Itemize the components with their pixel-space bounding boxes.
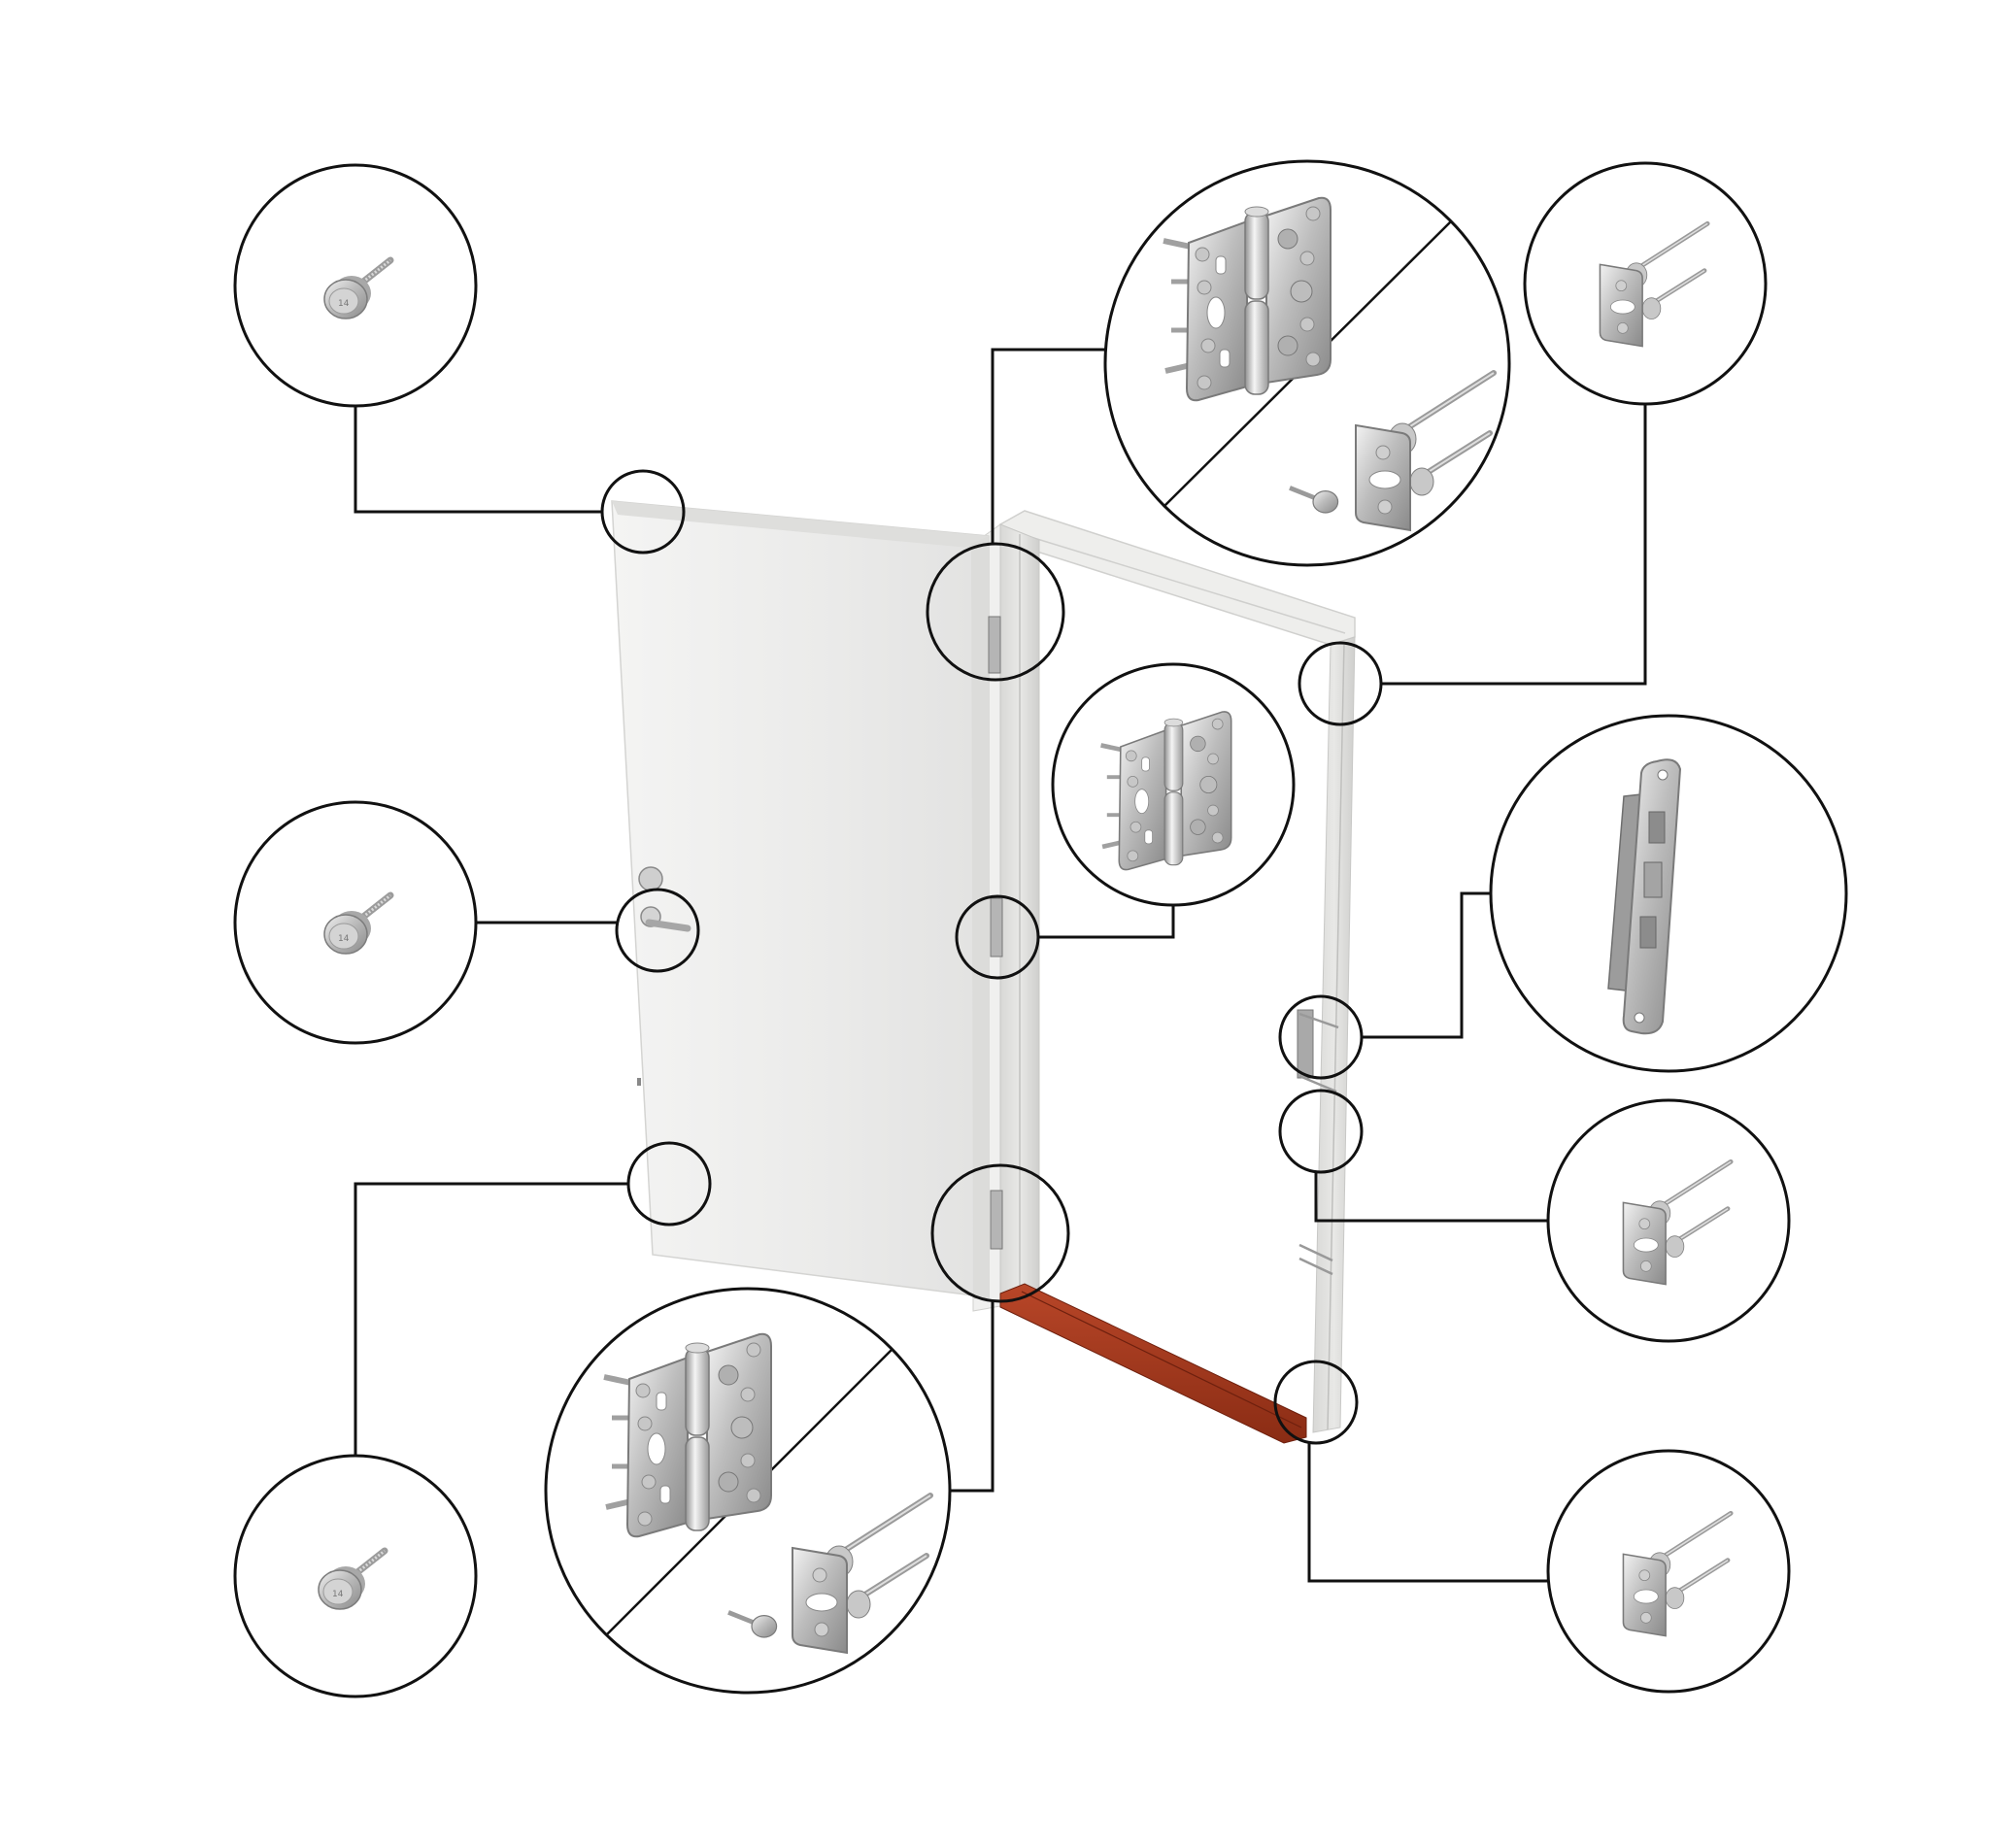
leader-c4 [991, 348, 1105, 544]
leader-c1 [354, 406, 602, 514]
callout-c4[interactable] [1103, 159, 1511, 567]
marker-c5[interactable] [955, 894, 1040, 980]
callout-c6[interactable] [544, 1287, 952, 1695]
frame-strike-jamb [1312, 636, 1356, 1433]
door-leaf [611, 500, 990, 1299]
callout-c10[interactable] [1546, 1449, 1791, 1694]
anchor-screw-icon [727, 1610, 778, 1638]
marker-c9[interactable] [1278, 1089, 1364, 1174]
callout-c8[interactable] [1489, 714, 1848, 1073]
leader-c7 [1381, 404, 1647, 686]
leader-c3 [354, 1182, 628, 1456]
marker-c3[interactable] [626, 1141, 712, 1226]
door-handle [638, 866, 691, 932]
callout-c5[interactable] [1051, 662, 1296, 907]
marker-c8[interactable] [1278, 994, 1364, 1080]
lever-handle-icon [645, 919, 691, 932]
leader-c10 [1307, 1443, 1548, 1583]
leader-c5 [1038, 905, 1175, 939]
leader-c9 [1314, 1172, 1548, 1223]
callout-c1[interactable] [233, 163, 478, 408]
anchor-screw-icon [1289, 486, 1339, 514]
marker-c2[interactable] [615, 888, 700, 973]
leader-lines [354, 348, 1647, 1583]
marker-c10[interactable] [1273, 1360, 1359, 1445]
callout-c9[interactable] [1546, 1098, 1791, 1343]
marker-c4[interactable] [926, 542, 1065, 682]
callout-c2[interactable] [233, 800, 478, 1045]
marker-c1[interactable] [600, 469, 686, 554]
leaf-hinges [988, 616, 1003, 1250]
leader-c6 [950, 1301, 994, 1493]
leader-c8 [1362, 891, 1491, 1039]
callout-c7[interactable] [1523, 161, 1768, 406]
threshold [999, 1283, 1307, 1444]
lock-case-icon [1607, 758, 1682, 1035]
strike-jamb-lock-hardware [1297, 1009, 1339, 1276]
callout-c3[interactable] [233, 1454, 478, 1698]
lock-cylinder-rose-icon [638, 866, 663, 891]
marker-c6[interactable] [930, 1163, 1070, 1303]
location-markers [600, 469, 1383, 1445]
marker-c7[interactable] [1298, 641, 1383, 726]
